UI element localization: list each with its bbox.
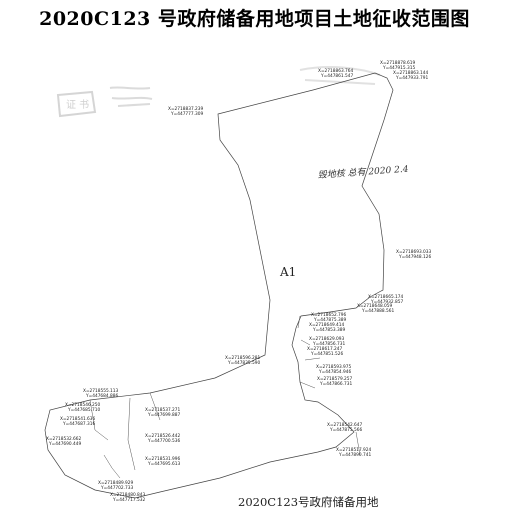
svg-text:Y=447687.316: Y=447687.316 — [62, 421, 95, 427]
svg-text:X=2718878.619: X=2718878.619 — [380, 60, 416, 66]
svg-text:Y=447875.389: Y=447875.389 — [313, 317, 346, 323]
svg-text:Y=447700.536: Y=447700.536 — [147, 438, 180, 444]
svg-text:X=2718537.271: X=2718537.271 — [145, 407, 181, 413]
svg-text:X=2718579.257: X=2718579.257 — [317, 376, 353, 382]
svg-text:X=2718837.239: X=2718837.239 — [168, 106, 204, 112]
svg-text:Y=447690.449: Y=447690.449 — [48, 441, 81, 447]
svg-text:X=2718593.975: X=2718593.975 — [316, 364, 352, 370]
svg-text:Y=447699.887: Y=447699.887 — [147, 412, 180, 418]
svg-text:Y=447851.526: Y=447851.526 — [310, 351, 343, 357]
svg-text:X=2718648.059: X=2718648.059 — [357, 303, 393, 309]
svg-text:X=2718555.113: X=2718555.113 — [83, 388, 119, 394]
map-caption: 2020C123号政府储备用地 — [238, 495, 379, 509]
svg-text:X=2718596.281: X=2718596.281 — [225, 355, 261, 361]
svg-text:X=2718541.636: X=2718541.636 — [60, 416, 96, 422]
svg-text:Y=447695.613: Y=447695.613 — [147, 461, 180, 467]
svg-text:Y=447853.389: Y=447853.389 — [312, 327, 345, 333]
svg-text:X=2718629.093: X=2718629.093 — [309, 336, 345, 342]
svg-text:X=2718649.414: X=2718649.414 — [309, 322, 345, 328]
svg-text:Y=447861.547: Y=447861.547 — [320, 73, 353, 79]
handwritten-signature: 毁地核 总有 2020 2.4 — [317, 164, 409, 181]
svg-text:X=2718526.442: X=2718526.442 — [145, 433, 181, 439]
svg-text:Y=447856.731: Y=447856.731 — [312, 341, 345, 347]
svg-text:Y=447684.886: Y=447684.886 — [85, 393, 118, 399]
svg-text:Y=447875.566: Y=447875.566 — [329, 427, 362, 433]
svg-text:Y=447948.126: Y=447948.126 — [398, 254, 431, 260]
svg-text:X=2718532.662: X=2718532.662 — [46, 436, 82, 442]
svg-text:Y=447866.731: Y=447866.731 — [319, 381, 352, 387]
svg-text:X=2718693.033: X=2718693.033 — [396, 249, 432, 255]
parcel-label: A1 — [279, 265, 296, 279]
svg-text:Y=447777.309: Y=447777.309 — [170, 111, 203, 117]
svg-text:X=2718517.924: X=2718517.924 — [336, 447, 372, 453]
svg-text:X=2718546.250: X=2718546.250 — [65, 402, 101, 408]
page-title: 2020C123 号政府储备用地项目土地征收范围图 — [39, 8, 470, 30]
boundary-line — [44, 72, 394, 499]
svg-text:Y=447702.733: Y=447702.733 — [100, 485, 133, 491]
svg-text:X=2718531.996: X=2718531.996 — [145, 456, 181, 462]
svg-text:X=2718863.144: X=2718863.144 — [393, 70, 429, 76]
svg-text:Y=447835.590: Y=447835.590 — [227, 360, 260, 366]
svg-text:X=2718542.647: X=2718542.647 — [327, 422, 363, 428]
stamp-text: 证 书 — [66, 99, 89, 111]
svg-text:Y=447685.710: Y=447685.710 — [67, 407, 100, 413]
svg-text:X=2718617.247: X=2718617.247 — [307, 346, 343, 352]
svg-text:X=2718480.843: X=2718480.843 — [110, 492, 146, 498]
svg-text:Y=447933.791: Y=447933.791 — [395, 75, 428, 81]
svg-text:X=2718652.796: X=2718652.796 — [311, 312, 347, 318]
svg-text:Y=447717.532: Y=447717.532 — [112, 497, 145, 503]
inner-lines — [89, 315, 361, 479]
svg-text:Y=447932.857: Y=447932.857 — [370, 299, 403, 305]
svg-text:Y=447890.741: Y=447890.741 — [338, 452, 371, 458]
svg-text:Y=447915.315: Y=447915.315 — [382, 65, 415, 71]
svg-text:Y=447888.561: Y=447888.561 — [361, 308, 394, 314]
svg-text:X=2718665.174: X=2718665.174 — [368, 294, 404, 300]
svg-text:X=2718489.929: X=2718489.929 — [98, 480, 134, 486]
svg-text:X=2718863.764: X=2718863.764 — [318, 68, 354, 74]
svg-text:Y=447854.946: Y=447854.946 — [318, 369, 351, 375]
